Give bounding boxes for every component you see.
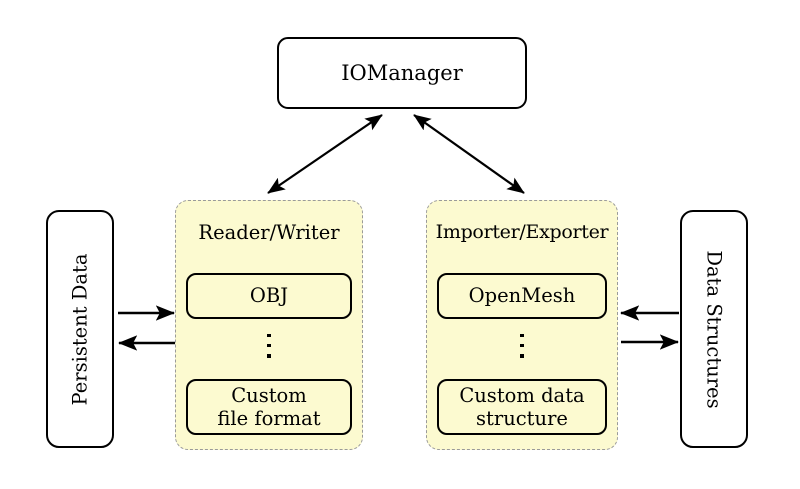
iomanager-node[interactable]: IOManager	[277, 37, 527, 109]
importer-exporter-title: Importer/Exporter	[435, 221, 609, 243]
importer-exporter-item-custom-data-structure[interactable]: Custom data structure	[437, 379, 607, 435]
reader-writer-title: Reader/Writer	[198, 221, 340, 244]
persistent-data-label: Persistent Data	[68, 252, 92, 406]
importer-exporter-ellipsis	[427, 334, 617, 358]
ellipsis-dot	[267, 344, 271, 348]
reader-writer-group: Reader/Writer OBJ Custom file format	[175, 200, 363, 450]
persistent-data-node[interactable]: Persistent Data	[46, 210, 114, 448]
importer-exporter-group: Importer/Exporter OpenMesh Custom data s…	[426, 200, 618, 450]
ellipsis-dot	[267, 334, 271, 338]
importer-exporter-item-openmesh-label: OpenMesh	[468, 284, 576, 308]
reader-writer-item-obj-label: OBJ	[249, 284, 289, 308]
importer-exporter-item-custom-line1: Custom data	[459, 383, 585, 407]
arrow-iomanager-importer-exporter	[413, 114, 525, 194]
ellipsis-dot	[520, 344, 524, 348]
arrow-iomanager-reader-writer	[267, 114, 383, 194]
reader-writer-item-custom-line1: Custom	[231, 383, 307, 407]
importer-exporter-item-custom-line2: structure	[476, 407, 568, 430]
importer-exporter-item-openmesh[interactable]: OpenMesh	[437, 273, 607, 319]
ellipsis-dot	[267, 354, 271, 358]
data-structures-node[interactable]: Data Structures	[680, 210, 748, 448]
ellipsis-dot	[520, 334, 524, 338]
ellipsis-dot	[520, 354, 524, 358]
reader-writer-item-obj[interactable]: OBJ	[186, 273, 352, 319]
data-structures-label: Data Structures	[702, 249, 726, 409]
iomanager-label: IOManager	[341, 60, 463, 85]
reader-writer-ellipsis	[176, 334, 362, 358]
reader-writer-item-custom-file-format[interactable]: Custom file format	[186, 379, 352, 435]
reader-writer-item-custom-line2: file format	[217, 407, 321, 430]
